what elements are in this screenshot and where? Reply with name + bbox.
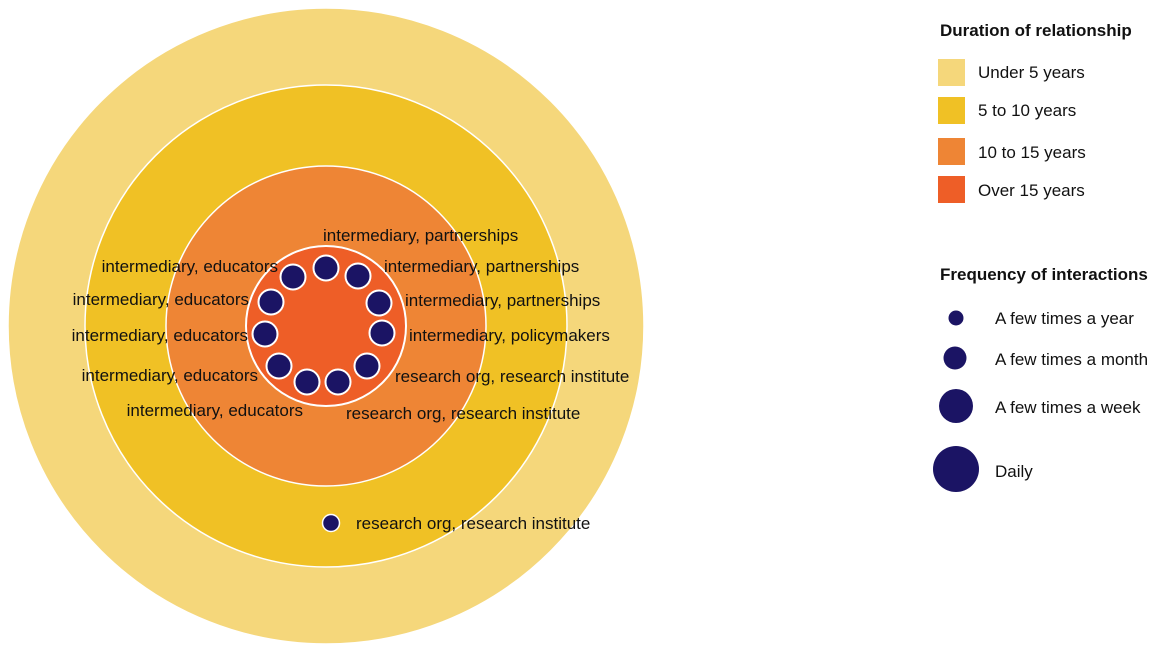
dot-size-daily	[933, 446, 979, 492]
dot-size-week	[939, 389, 973, 423]
duration-legend: Duration of relationship Under 5 years 5…	[938, 21, 1132, 203]
label-partnerships-1: intermediary, partnerships	[323, 226, 518, 245]
dot-research-institute-1	[353, 352, 381, 380]
dot-educators-3	[251, 320, 279, 348]
dot-educators-1	[293, 368, 321, 396]
label-educators-1: intermediary, educators	[127, 401, 303, 420]
label-educators-3: intermediary, educators	[72, 326, 248, 345]
dot-size-year	[948, 310, 964, 326]
frequency-legend-title: Frequency of interactions	[940, 265, 1148, 284]
swatch-5-to-10-years	[938, 97, 965, 124]
legend-few-times-month: A few times a month	[995, 350, 1148, 369]
legend-few-times-year: A few times a year	[995, 309, 1134, 328]
label-research-institute-2: research org, research institute	[346, 404, 580, 423]
legend-over-15-years: Over 15 years	[978, 181, 1085, 200]
label-educators-5: intermediary, educators	[102, 257, 278, 276]
dot-partnerships-1	[312, 254, 340, 282]
swatch-under-5-years	[938, 59, 965, 86]
swatch-over-15-years	[938, 176, 965, 203]
label-partnerships-2: intermediary, partnerships	[384, 257, 579, 276]
dot-educators-5	[279, 263, 307, 291]
legend-5-to-10-years: 5 to 10 years	[978, 101, 1076, 120]
dot-educators-4	[257, 288, 285, 316]
duration-legend-title: Duration of relationship	[940, 21, 1132, 40]
legend-10-to-15-years: 10 to 15 years	[978, 143, 1086, 162]
frequency-legend: Frequency of interactions A few times a …	[933, 265, 1148, 492]
legend-few-times-week: A few times a week	[995, 398, 1141, 417]
dot-policymakers	[368, 319, 396, 347]
interaction-dots	[251, 254, 396, 533]
swatch-10-to-15-years	[938, 138, 965, 165]
label-research-institute-1: research org, research institute	[395, 367, 629, 386]
dot-partnerships-3	[365, 289, 393, 317]
dot-partnerships-2	[344, 262, 372, 290]
dot-research-institute-2	[324, 368, 352, 396]
node-labels: intermediary, partnerships intermediary,…	[72, 226, 630, 533]
label-partnerships-3: intermediary, partnerships	[405, 291, 600, 310]
label-educators-4: intermediary, educators	[73, 290, 249, 309]
label-policymakers: intermediary, policymakers	[409, 326, 610, 345]
dot-educators-2	[265, 352, 293, 380]
dot-size-month	[943, 346, 967, 370]
label-educators-2: intermediary, educators	[82, 366, 258, 385]
label-research-institute-outer: research org, research institute	[356, 514, 590, 533]
dot-research-institute-outer	[321, 513, 341, 533]
legend-under-5-years: Under 5 years	[978, 63, 1085, 82]
legend-daily: Daily	[995, 462, 1033, 481]
